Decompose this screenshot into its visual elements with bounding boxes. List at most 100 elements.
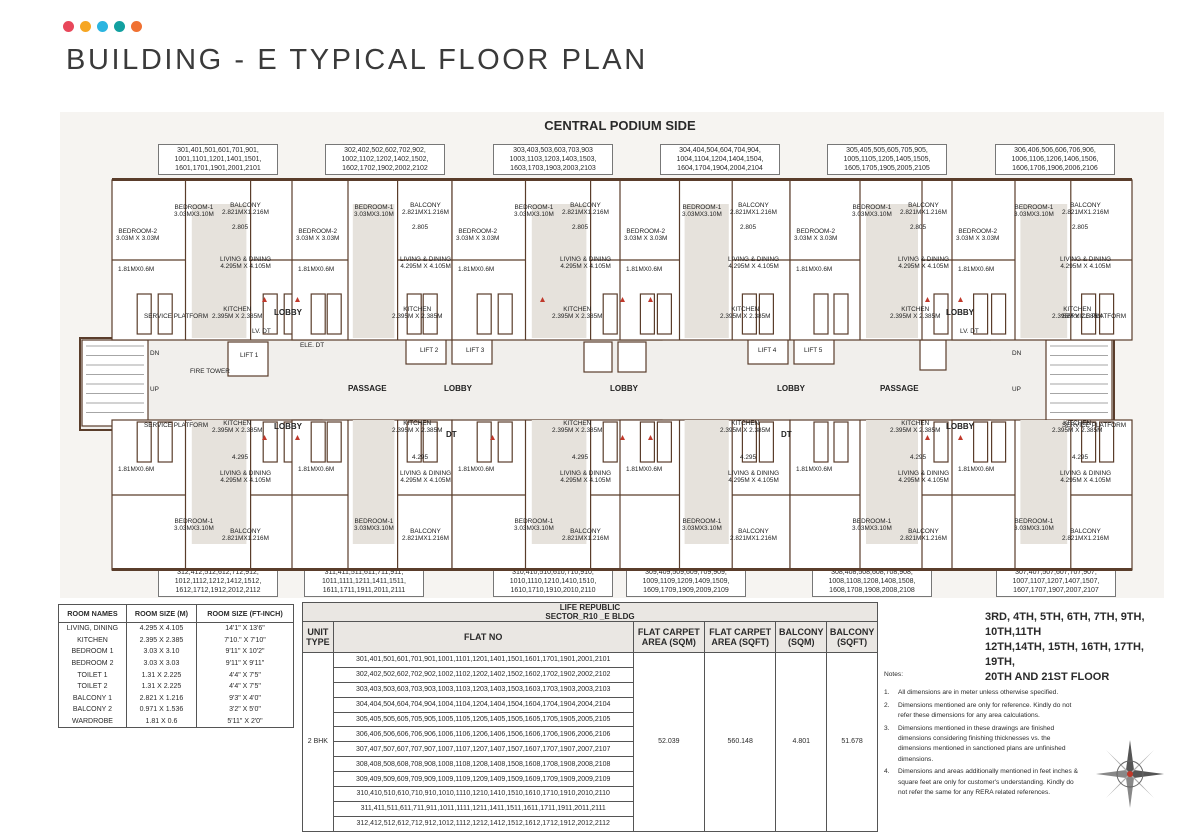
room-table-cell: 5'11" X 2'0" (195, 715, 295, 729)
flat-no-cell: 308,408,508,608,708,908,1008,1108,1208,1… (332, 756, 634, 773)
toilet (157, 293, 173, 335)
plan-label-line: KITCHEN (901, 306, 930, 313)
room-table-cell: 9'11" X 9'11" (195, 657, 295, 670)
flat-number-line: 307,407,507,607,707,907, (1015, 569, 1097, 576)
plan-label-line: 4.295M X 4.105M (898, 477, 949, 484)
plan-label-line: LIFT 3 (466, 347, 485, 354)
plan-label-line: 1.81MX0.6M (626, 266, 663, 273)
dimension-label: 4.295 (232, 454, 248, 461)
unit-area-table: LIFE REPUBLIC SECTOR_R10 _E BLDG UNIT TY… (302, 602, 878, 832)
plan-label-line: BEDROOM-1 (354, 518, 394, 525)
plan-label-line: LOBBY (444, 384, 472, 393)
plan-label-line: 3.03MX3.10M (852, 525, 892, 532)
flat-number-line: 1612,1712,1912,2012,2112 (175, 587, 261, 594)
toilet (990, 293, 1007, 335)
toilet (406, 293, 422, 335)
flat-number-line: 312,412,512,612,712,912, (177, 569, 259, 576)
note-number: 4. (884, 768, 890, 776)
room-table-cell: 0.971 X 1.536 (125, 704, 197, 716)
lobby-label: LOBBY (610, 384, 638, 393)
plan-label-line: 4.295M X 4.105M (560, 477, 611, 484)
entry-arrow (648, 297, 653, 302)
plan-label-line: 3.03MX3.10M (1014, 211, 1054, 218)
plan-label-line: 4.295M X 4.105M (1060, 477, 1111, 484)
room-table-cell: 4'4" X 7'5" (195, 669, 295, 681)
plan-label-line: BALCONY (230, 202, 261, 209)
unit-type-cell: 2 BHK (302, 652, 334, 832)
plan-label-line: KITCHEN (1063, 420, 1092, 427)
plan-label-line: 1.81MX0.6M (118, 466, 155, 473)
flat-number-line: 1607,1707,1907,2007,2107 (1013, 587, 1099, 594)
lift-shaft (451, 335, 493, 365)
lift-shaft (747, 335, 789, 365)
note-number: 1. (884, 689, 890, 697)
plan-label-line: LIFT 1 (240, 352, 259, 359)
note-number: 3. (884, 724, 890, 732)
flat-number-line: 1009,1109,1209,1409,1509, (642, 578, 730, 585)
living-area (191, 204, 247, 338)
wardrobe-label: 1.81MX0.6M (298, 266, 334, 273)
floor-plan-drawing (79, 178, 1133, 571)
plan-label-line: BEDROOM-1 (174, 204, 214, 211)
living-area (866, 420, 918, 544)
flat-number-group: 304,404,504,604,704,904,1004,1104,1204,1… (660, 144, 780, 175)
flat-number-line: 1011,1111,1211,1411,1511, (322, 578, 406, 585)
dimension-label: 2.805 (412, 224, 428, 231)
plan-label-line: LIFT 5 (804, 347, 823, 354)
entry-arrow (958, 435, 963, 440)
plan-label-line: 2.395M X 2.385M (890, 313, 941, 320)
flat-number-line: 308,408,508,608,708,908, (831, 569, 913, 576)
flat-no-cell: 306,406,506,606,706,906,1006,1106,1206,1… (332, 726, 634, 743)
entry-arrow (295, 297, 300, 302)
plan-label-line: BALCONY (908, 202, 939, 209)
lift-label: LIFT 4 (758, 347, 776, 354)
plan-label-line: 2.395M X 2.385M (890, 427, 941, 434)
dimension-label: 2.805 (572, 224, 588, 231)
room-table-header: ROOM SIZE (FT-INCH) (195, 604, 295, 623)
entry-arrow (540, 297, 545, 302)
plan-label-line: 3.03MX3.10M (514, 211, 554, 218)
plan-label-line: LOBBY (946, 422, 974, 431)
podium-label: CENTRAL PODIUM SIDE (544, 118, 696, 133)
plan-label-line: 4.295 (412, 454, 428, 461)
note-text: Dimensions mentioned are only for refere… (898, 701, 1072, 720)
staircase (81, 339, 149, 427)
plan-label-line: 3.03MX3.10M (852, 211, 892, 218)
wardrobe-label: 1.81MX0.6M (796, 266, 832, 273)
notes: Notes: 1.All dimensions are in meter unl… (884, 670, 1084, 800)
entry-arrow (925, 435, 930, 440)
plan-label-line: 2.821MX1.216M (1062, 535, 1109, 542)
wardrobe-label: 1.81MX0.6M (958, 266, 994, 273)
plan-label-line: DT (446, 430, 457, 439)
plan-label-line: BEDROOM-2 (458, 228, 498, 235)
wardrobe-label: 1.81MX0.6M (958, 466, 994, 473)
lift-shaft (919, 339, 947, 371)
living-area (352, 420, 395, 544)
room-table-cell: TOILET 2 (58, 680, 127, 693)
flat-number-line: 1601,1701,1901,2001,2101 (175, 165, 261, 172)
plan-label-line: 4.295 (910, 454, 926, 461)
plan-label-line: LIVING & DINING (560, 256, 612, 263)
flat-number-line: 306,406,506,606,706,906, (1014, 147, 1096, 154)
plan-label-line: 2.821MX1.216M (222, 535, 269, 542)
area-cell: 51.678 (826, 652, 878, 832)
dimension-label: 4.295 (572, 454, 588, 461)
flat-number-line: 1008,1108,1208,1408,1508, (828, 578, 916, 585)
